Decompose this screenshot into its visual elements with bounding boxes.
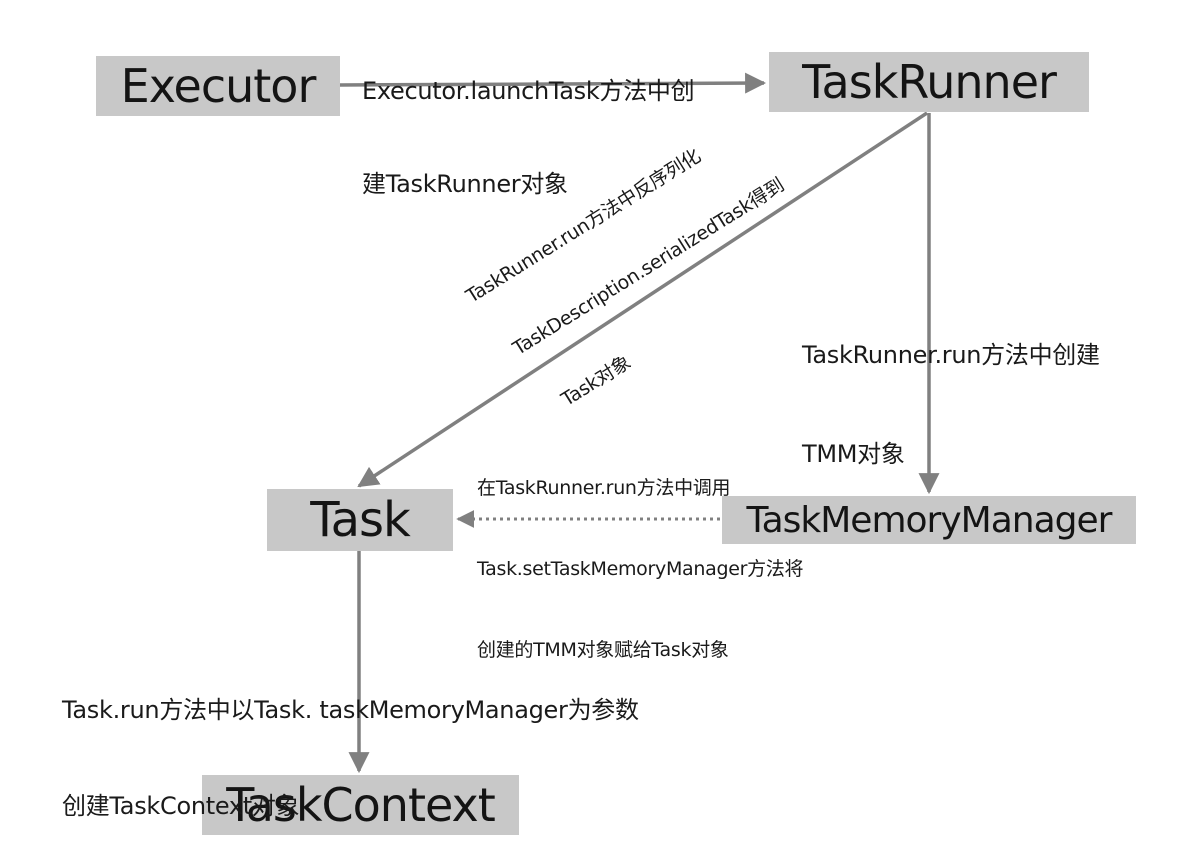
node-task: Task bbox=[267, 489, 453, 551]
edge-label-line: Task.setTaskMemoryManager方法将 bbox=[477, 558, 804, 580]
edge-label-line: 建TaskRunner对象 bbox=[362, 170, 568, 198]
edge-label-line: Task.run方法中以Task. taskMemoryManager为参数 bbox=[62, 696, 639, 724]
node-taskcontext: TaskContext bbox=[202, 775, 519, 835]
arrow-executor-to-taskrunner bbox=[339, 72, 767, 94]
node-taskrunner: TaskRunner bbox=[769, 52, 1089, 112]
edge-label-context: Task.run方法中以Task. taskMemoryManager为参数 创… bbox=[62, 630, 639, 854]
edge-label-line: TMM对象 bbox=[802, 440, 905, 468]
arrow-taskrunner-to-task bbox=[357, 111, 928, 488]
node-executor: Executor bbox=[96, 56, 340, 116]
edge-label-run-tmm: TaskRunner.run方法中创建 TMM对象 bbox=[802, 273, 1100, 504]
edge-label-set-tmm: 在TaskRunner.run方法中调用 Task.setTaskMemoryM… bbox=[477, 421, 804, 691]
edge-label-line: 创建的TMM对象赋给Task对象 bbox=[477, 639, 729, 661]
edge-label-launch: Executor.launchTask方法中创 建TaskRunner对象 bbox=[362, 14, 695, 231]
edge-label-line: TaskRunner.run方法中创建 bbox=[802, 341, 1100, 369]
edge-label-line: 创建TaskContext对象 bbox=[62, 792, 300, 820]
edge-label-line: Executor.launchTask方法中创 bbox=[362, 77, 695, 105]
edge-label-line: 在TaskRunner.run方法中调用 bbox=[477, 477, 731, 499]
node-taskmemorymanager: TaskMemoryManager bbox=[722, 496, 1136, 544]
